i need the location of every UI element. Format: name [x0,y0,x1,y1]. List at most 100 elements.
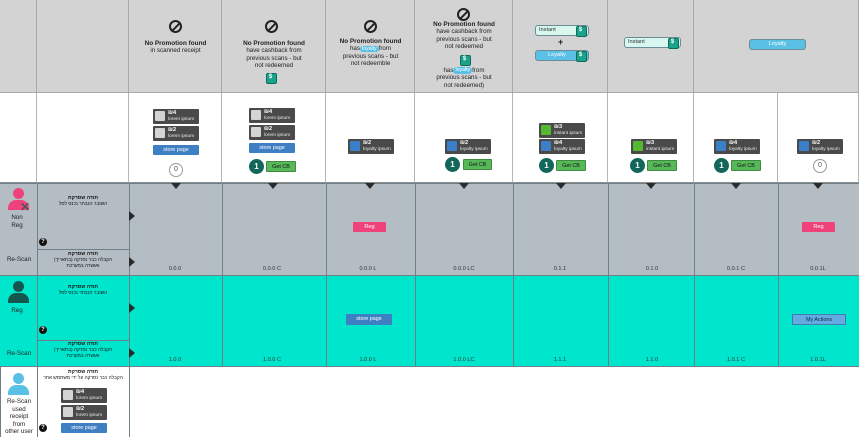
my-actions-button[interactable]: My Actions [792,314,846,325]
scenario-2-text: No Promotion found have cashback from pr… [243,40,305,70]
count-badge: 1 [714,158,729,173]
instant-tag: Instant [624,37,681,49]
get-cb-button[interactable]: Get CB [266,161,296,172]
count-badge: 1 [630,158,645,173]
state-code: 0.0.1L [810,266,826,272]
plus-icon: + [558,37,564,47]
loyalty-tag: Loyalty [749,39,806,50]
state-code: 1.0.0 L [359,357,377,363]
cashback-icon [266,73,277,84]
no-promo-icon [265,20,278,33]
state-code: 0.1.0 [645,266,659,272]
state-code: 1.1.0 [645,357,659,363]
state-code: 0.0.0 L [359,266,377,272]
help-icon[interactable]: ? [39,326,47,334]
down-arrow-icon [171,183,181,189]
right-arrow-icon [129,257,135,267]
down-arrow-icon [365,183,375,189]
get-cb-button[interactable]: Get CB [463,159,492,170]
state-code: 0.0.0 [168,266,182,272]
state-code: 0.0.1 C [726,266,746,272]
state-code: 0.0.0 C [262,266,282,272]
help-icon[interactable]: ? [39,238,47,246]
reg-label: Reg [11,307,23,314]
nonreg-rescan-label: Re-Scan [6,256,32,263]
state-code: 1.0.0 LC [453,357,475,363]
no-promo-icon [364,20,377,33]
state-code: 1.0.1 C [726,357,746,363]
reg-button[interactable]: Reg [802,222,835,232]
product-corner-b [37,93,129,183]
header-cell-5 [513,0,608,93]
zero-badge: 0 [169,163,183,177]
state-code: 1.0.0 [168,357,182,363]
state-code: 1.0.0 C [262,357,282,363]
store-page-button[interactable]: store page [249,143,295,153]
count-badge: 1 [249,159,264,174]
down-arrow-icon [813,183,823,189]
header-corner-a [0,0,37,93]
state-code: 1.1.1 [553,357,567,363]
help-icon[interactable]: ? [39,424,47,432]
state-code: 1.0.1L [810,357,826,363]
band-nonreg [0,183,859,275]
down-arrow-icon [268,183,278,189]
down-arrow-icon [556,183,566,189]
store-page-button[interactable]: store page [61,423,107,433]
reg-button[interactable]: Reg [353,222,386,232]
zero-badge: 0 [813,159,827,173]
reg-rescan-label: Re-Scan [6,350,32,357]
count-badge: 1 [539,158,554,173]
right-arrow-icon [129,348,135,358]
scenario-4-text: No Promotion found have cashback from pr… [433,21,495,51]
right-arrow-icon [129,211,135,221]
instant-coin-icon [576,26,587,37]
product-corner-a [0,93,37,183]
reg-user-icon [6,281,32,305]
get-cb-button[interactable]: Get CB [731,160,761,171]
cashback-icon [460,55,471,66]
store-page-button[interactable]: store page [153,145,199,155]
get-cb-button[interactable]: Get CB [556,160,586,171]
store-page-button[interactable]: store page [346,314,392,325]
product-cell-3 [326,93,415,183]
down-arrow-icon [459,183,469,189]
count-badge: 1 [445,157,460,172]
get-cb-button[interactable]: Get CB [647,160,677,171]
loyalty-pill: loyalty [453,67,473,74]
right-arrow-icon [129,303,135,313]
loyalty-tag: Loyalty [535,50,589,62]
instant-tag: Instant [535,25,589,37]
loyalty-coin-icon [576,51,587,62]
header-cell-1 [129,0,222,93]
no-promo-icon [457,8,470,21]
state-code: 0.0.0 LC [453,266,475,272]
instant-coin-icon [668,38,679,49]
down-arrow-icon [731,183,741,189]
no-promo-icon [169,20,182,33]
nonreg-user-icon: ✕ [6,188,32,214]
other-user-icon [6,373,32,397]
